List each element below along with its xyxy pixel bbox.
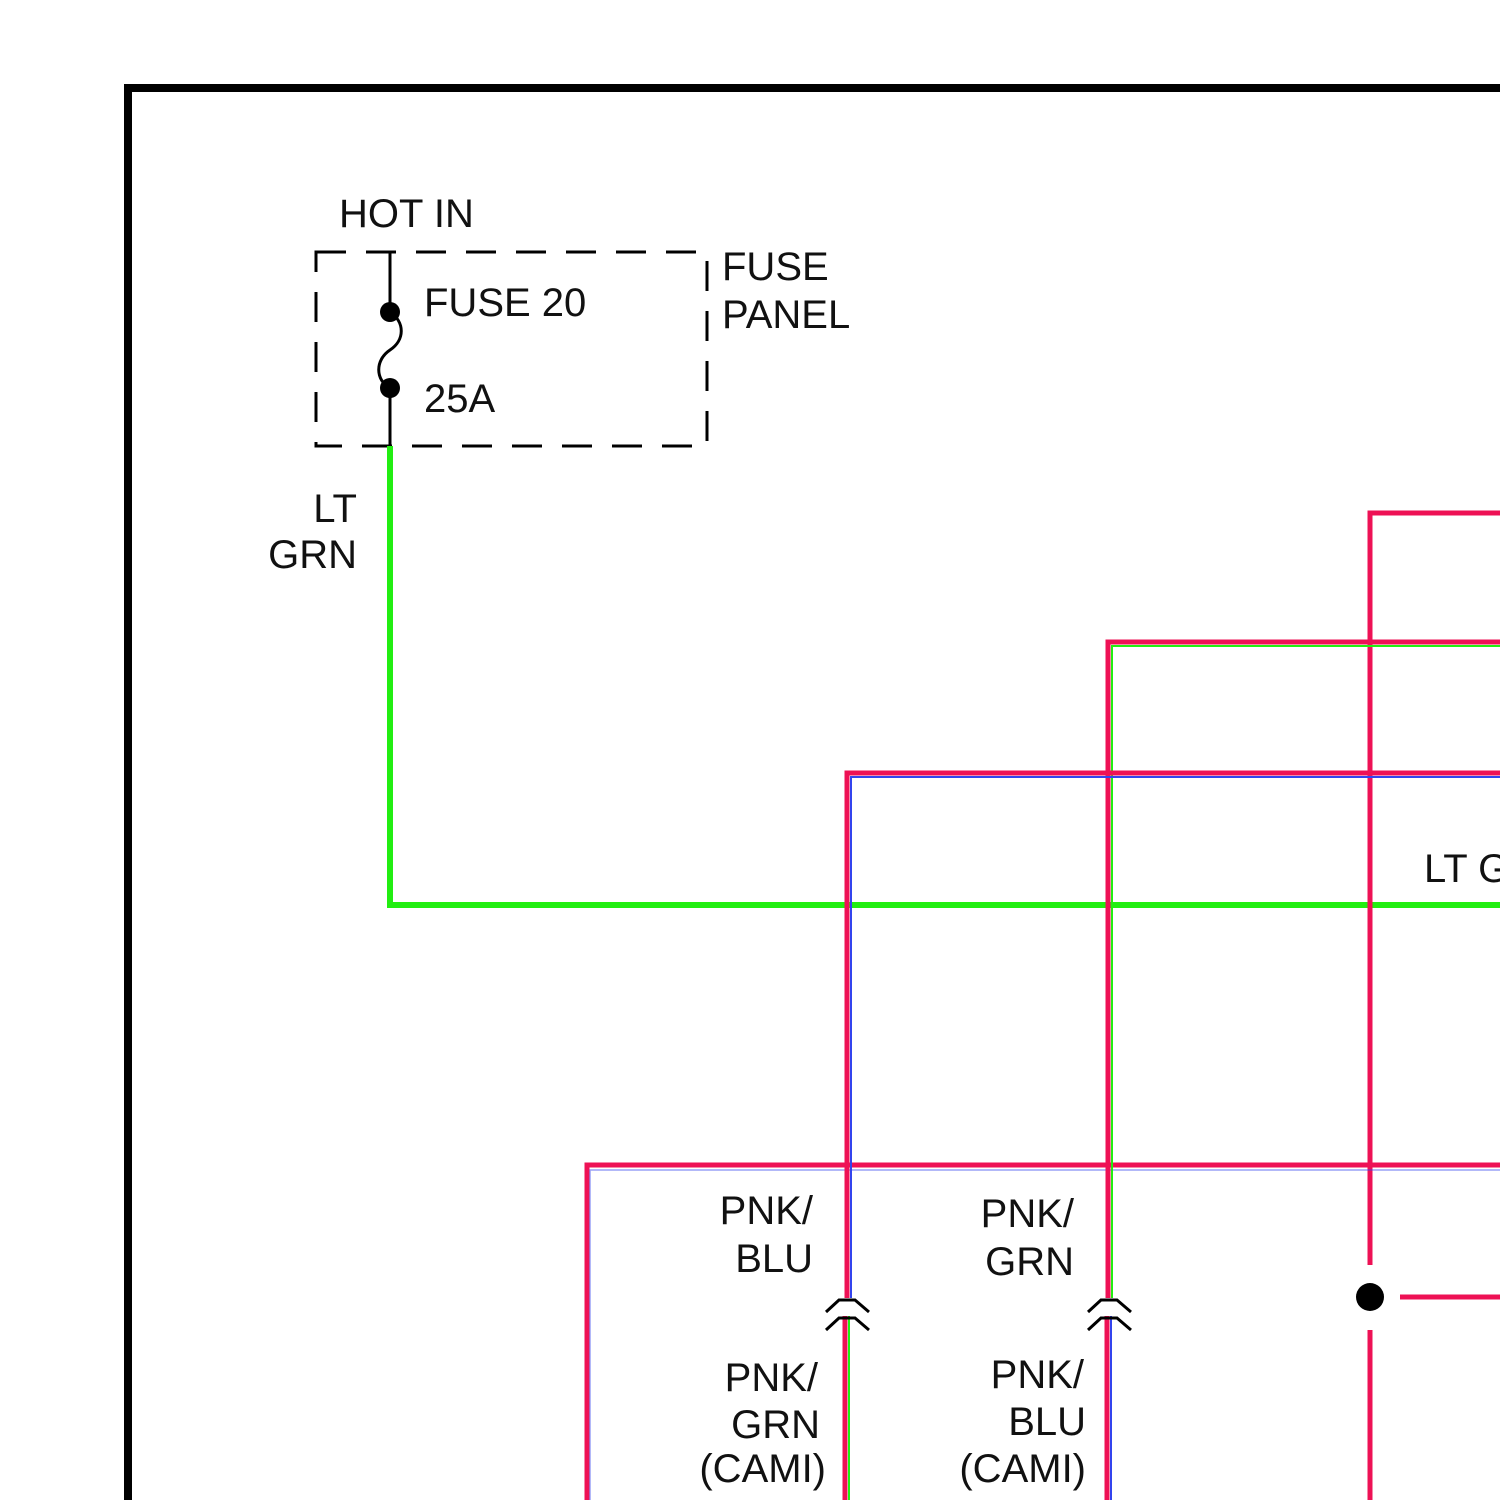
- pnk-grn-wire: [1108, 642, 1500, 1298]
- fuse-panel-label-line2: PANEL: [722, 293, 850, 337]
- lt-grn-label: LT: [313, 487, 357, 531]
- pnk-grn-upper-label-line2: GRN: [985, 1240, 1074, 1284]
- pnk-blu-cami-wire: [1107, 1316, 1111, 1500]
- splice-dot: [1356, 1283, 1384, 1311]
- lt-grn-right-label: LT G: [1424, 847, 1500, 891]
- fuse-panel-label: FUSE: [722, 245, 829, 289]
- pnk-blu-cami-label-line3: (CAMI): [959, 1447, 1086, 1491]
- pnk-grn-cami-label: PNK/: [725, 1356, 819, 1400]
- pnk-grn-cami-label-line2: GRN: [731, 1403, 820, 1447]
- pnk-blu-upper-label-line2: BLU: [735, 1237, 813, 1281]
- pnk-blu-wire: [847, 773, 1500, 1298]
- lt-grn-label-line2: GRN: [268, 533, 357, 577]
- fuse-20-symbol: [379, 252, 402, 446]
- hot-in-label: HOT IN: [339, 192, 474, 236]
- lt-grn-wire: [390, 446, 1500, 905]
- pnk-blu-cami-label-line2: BLU: [1008, 1400, 1086, 1444]
- pnk-grn-cami-wire: [845, 1316, 849, 1500]
- pnk-blu-upper-label: PNK/: [720, 1189, 814, 1233]
- pnk-blu-cami-label: PNK/: [991, 1353, 1085, 1397]
- pnk-grn-upper-label: PNK/: [981, 1192, 1075, 1236]
- pink-wire-network: [587, 513, 1500, 1500]
- fuse-name-label: FUSE 20: [424, 281, 586, 325]
- fuse-rating-label: 25A: [424, 377, 495, 421]
- pnk-grn-cami-label-line3: (CAMI): [699, 1447, 826, 1491]
